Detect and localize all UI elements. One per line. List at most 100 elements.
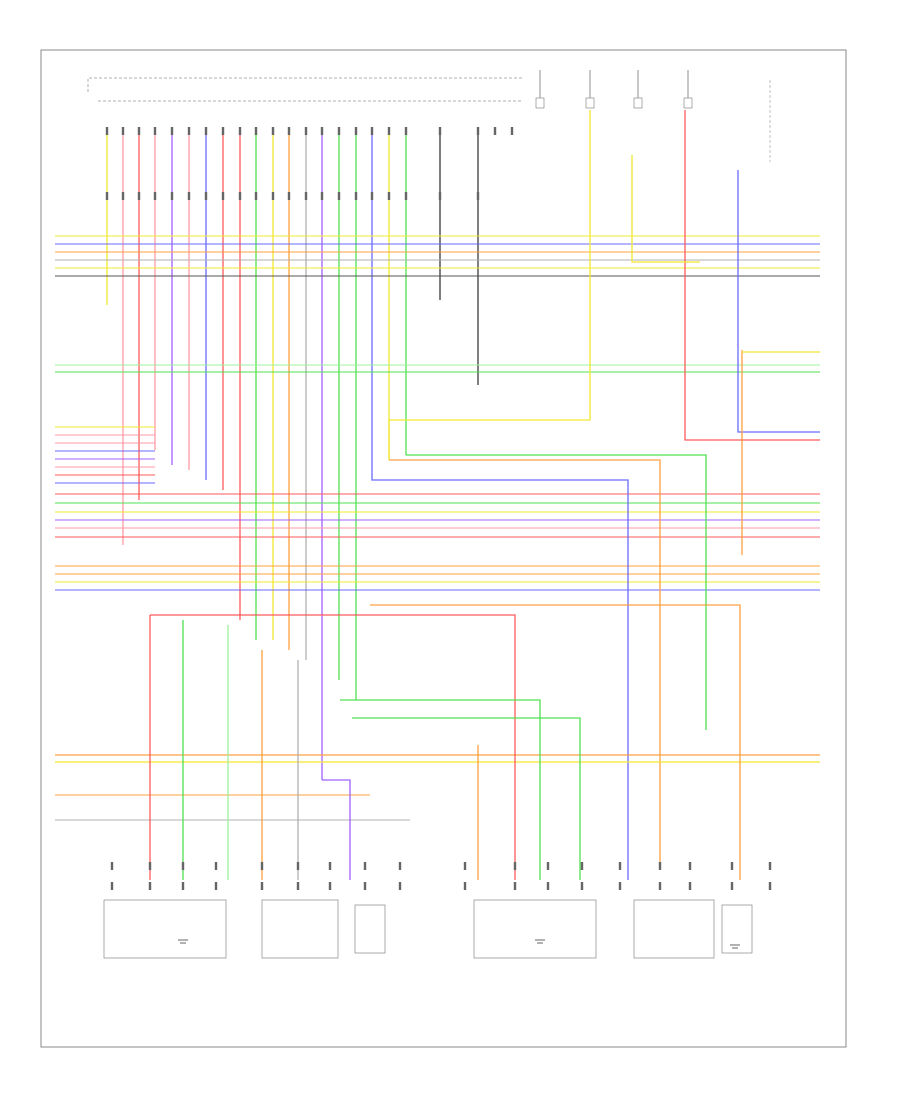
harness-wire bbox=[389, 459, 661, 870]
sensor-pin bbox=[110, 862, 114, 870]
sensor-pin bbox=[768, 882, 772, 890]
connector-pin bbox=[238, 127, 242, 135]
harness-wire bbox=[370, 604, 741, 880]
connector-pin bbox=[271, 192, 275, 200]
connector-pin bbox=[287, 127, 291, 135]
connector-pin bbox=[121, 127, 125, 135]
harness-wire bbox=[150, 614, 516, 880]
sensor-pin bbox=[148, 882, 152, 890]
sensor-pin bbox=[398, 882, 402, 890]
fuse-block bbox=[683, 97, 693, 109]
sensor-pin bbox=[363, 882, 367, 890]
sensor-pin bbox=[260, 882, 264, 890]
sensor-pin bbox=[463, 882, 467, 890]
connector-pin bbox=[221, 127, 225, 135]
harness-wire bbox=[352, 717, 581, 880]
sensor-pin bbox=[688, 882, 692, 890]
connector-pin bbox=[337, 127, 341, 135]
position-sensor-right bbox=[473, 899, 597, 959]
sensor-pin bbox=[363, 862, 367, 870]
connector-pin bbox=[204, 127, 208, 135]
connector-pin bbox=[354, 192, 358, 200]
sensor-pin bbox=[618, 862, 622, 870]
connector-pin bbox=[170, 127, 174, 135]
fuse-block bbox=[585, 97, 595, 109]
sensor-pin bbox=[110, 882, 114, 890]
connector-pin bbox=[387, 127, 391, 135]
sensor-pin bbox=[296, 882, 300, 890]
harness-wire bbox=[737, 170, 820, 433]
sensor-pin bbox=[580, 882, 584, 890]
connector-pin bbox=[476, 192, 480, 200]
heater-right bbox=[721, 904, 753, 954]
connector-pin bbox=[221, 192, 225, 200]
sensor-pin bbox=[658, 862, 662, 870]
connector-pin bbox=[187, 192, 191, 200]
fuse-block bbox=[535, 97, 545, 109]
harness-wire bbox=[631, 155, 700, 263]
connector-pin bbox=[438, 127, 442, 135]
sensor-pin bbox=[658, 882, 662, 890]
connector-pin bbox=[438, 192, 442, 200]
harness-wire bbox=[322, 779, 351, 880]
sensor-pin bbox=[148, 862, 152, 870]
sensor-pin bbox=[398, 862, 402, 870]
position-sensor-left bbox=[103, 899, 227, 959]
harness-wire bbox=[340, 699, 541, 880]
connector-pin bbox=[304, 192, 308, 200]
connector-pin bbox=[404, 127, 408, 135]
sensor-pin bbox=[214, 862, 218, 870]
sensor-pin bbox=[463, 862, 467, 870]
sensor-pin bbox=[730, 862, 734, 870]
sensor-pin bbox=[181, 862, 185, 870]
connector-pin bbox=[153, 192, 157, 200]
connector-pin bbox=[238, 192, 242, 200]
sensor-pin bbox=[181, 882, 185, 890]
connector-pin bbox=[370, 192, 374, 200]
sensor-pin bbox=[730, 882, 734, 890]
component-layer bbox=[103, 70, 772, 959]
heater-left bbox=[354, 904, 386, 954]
connector-pin bbox=[137, 192, 141, 200]
connector-pin bbox=[170, 192, 174, 200]
harness-wire bbox=[406, 454, 707, 730]
module-outline bbox=[87, 77, 522, 92]
connector-pin bbox=[304, 127, 308, 135]
sensor-pin bbox=[296, 862, 300, 870]
connector-pin bbox=[370, 127, 374, 135]
connector-pin bbox=[320, 127, 324, 135]
connector-pin bbox=[137, 127, 141, 135]
connector-pin bbox=[187, 127, 191, 135]
connector-pin bbox=[337, 192, 341, 200]
connector-pin bbox=[105, 127, 109, 135]
sensor-pin bbox=[768, 862, 772, 870]
connector-pin bbox=[404, 192, 408, 200]
harness-wire bbox=[684, 110, 820, 441]
sensor-pin bbox=[328, 882, 332, 890]
sensor-pin bbox=[214, 882, 218, 890]
diagram-border bbox=[40, 49, 847, 1048]
wire-layer bbox=[55, 110, 820, 880]
connector-pin bbox=[121, 192, 125, 200]
connector-pin bbox=[271, 127, 275, 135]
connector-pin bbox=[354, 127, 358, 135]
connector-pin bbox=[105, 192, 109, 200]
sensor-pin bbox=[580, 862, 584, 870]
connector-pin bbox=[387, 192, 391, 200]
connector-pin bbox=[320, 192, 324, 200]
harness-wire bbox=[371, 420, 629, 880]
connector-pin bbox=[153, 127, 157, 135]
sensor-pin bbox=[328, 862, 332, 870]
diagram-frame bbox=[40, 49, 847, 1048]
sensor-pin bbox=[513, 882, 517, 890]
sensor-pin bbox=[546, 882, 550, 890]
harness-wire bbox=[388, 110, 591, 460]
connector-pin bbox=[287, 192, 291, 200]
connector-pin bbox=[204, 192, 208, 200]
motor-sensor-left bbox=[261, 899, 339, 959]
sensor-pin bbox=[546, 862, 550, 870]
motor-sensor-right bbox=[633, 899, 715, 959]
connector-pin bbox=[254, 192, 258, 200]
